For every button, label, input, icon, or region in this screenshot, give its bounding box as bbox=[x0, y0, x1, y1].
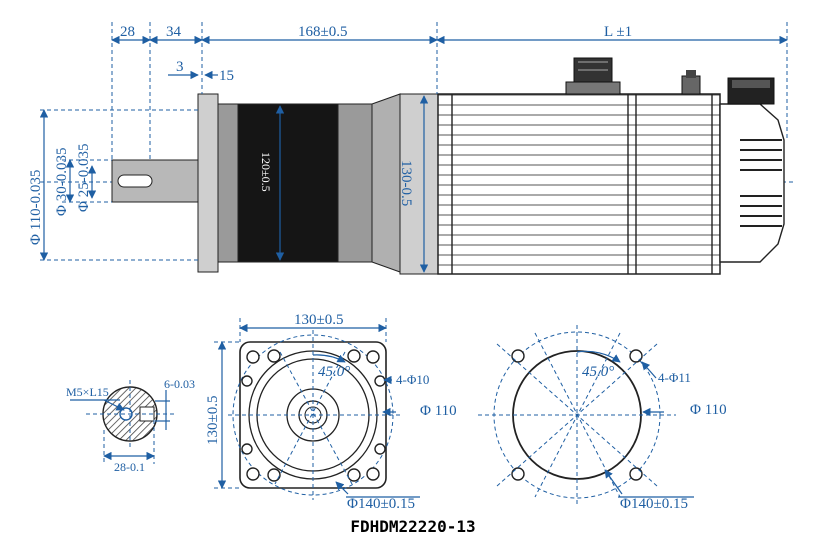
flange bbox=[197, 93, 219, 273]
dim-m5: M5×L15 bbox=[66, 385, 109, 399]
flange-dim-phi110: Φ 110 bbox=[420, 403, 457, 419]
flange-dim-4phi: 4-Φ10 bbox=[396, 372, 429, 387]
dim-3: 3 bbox=[176, 59, 184, 75]
dim-168: 168±0.5 bbox=[298, 24, 347, 40]
gearbox-band-1 bbox=[217, 103, 239, 263]
dim-phi25: Φ 25-0.035 bbox=[76, 144, 92, 212]
dim-15: 15 bbox=[219, 68, 234, 84]
side-view: 28 34 168±0.5 L ±1 3 15 Φ 110-0.035 Φ 30… bbox=[28, 22, 795, 275]
brake-connector bbox=[681, 75, 701, 95]
flange-dim-130v: 130±0.5 bbox=[205, 396, 221, 445]
adapter-ring bbox=[399, 93, 439, 275]
mount-dim-phi140: Φ140±0.15 bbox=[620, 496, 688, 512]
model-title: FDHDM22220-13 bbox=[350, 517, 475, 536]
dim-L: L ±1 bbox=[604, 24, 632, 40]
mount-dim-4phi: 4-Φ11 bbox=[658, 370, 691, 385]
flange-dim-130h: 130±0.5 bbox=[294, 312, 343, 328]
mount-dim-45: 45.0° bbox=[582, 364, 614, 380]
dim-120: 120±0.5 bbox=[259, 152, 273, 192]
dim-key6: 6-0.03 bbox=[164, 377, 195, 391]
flange-dim-phi140: Φ140±0.15 bbox=[347, 496, 415, 512]
dim-phi110: Φ 110-0.035 bbox=[28, 170, 44, 245]
adapter-taper bbox=[371, 93, 401, 273]
dim-28: 28 bbox=[120, 24, 135, 40]
shaft-keyway bbox=[117, 174, 153, 188]
gearbox-body bbox=[237, 103, 339, 263]
flange-dim-45: 45.0° bbox=[318, 364, 350, 380]
shaft-section: M5×L15 6-0.03 28-0.1 bbox=[66, 377, 195, 474]
mount-dim-phi110: Φ 110 bbox=[690, 402, 727, 418]
mounting-circle-view: 45.0° 4-Φ11 Φ 110 Φ140±0.15 bbox=[478, 325, 727, 512]
flange-front-view: 130±0.5 130±0.5 45.0° 4-Φ10 Φ 110 Φ140±0… bbox=[205, 312, 457, 512]
dim-phi30: Φ 30-0.035 bbox=[54, 148, 70, 216]
motor-body bbox=[437, 93, 721, 275]
dim-34: 34 bbox=[166, 24, 182, 40]
gearbox-band-2 bbox=[337, 103, 373, 263]
dim-130v: 130-0.5 bbox=[398, 160, 414, 206]
encoder-cover bbox=[719, 103, 785, 263]
dim-key28: 28-0.1 bbox=[114, 460, 145, 474]
